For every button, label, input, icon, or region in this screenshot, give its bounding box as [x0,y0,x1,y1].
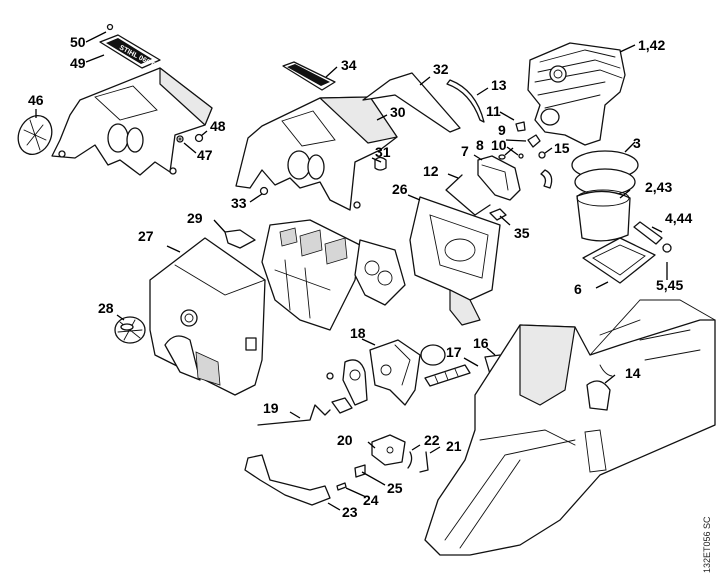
callout-10[interactable]: 10 [491,137,507,153]
part-13-hose[interactable] [446,79,485,123]
callout-27[interactable]: 27 [138,228,154,244]
callout-29[interactable]: 29 [187,210,203,226]
part-carb-gasket[interactable] [420,344,446,366]
part-5-45-circlip[interactable] [662,243,672,253]
part-8-ring[interactable] [498,154,506,160]
part-10-ring[interactable] [518,153,524,159]
callout-23[interactable]: 23 [342,504,358,520]
part-24-spring[interactable] [336,482,347,491]
callout-6[interactable]: 6 [574,281,582,297]
part-spacer-block[interactable] [331,397,353,414]
callout-46[interactable]: 46 [28,92,44,108]
part-air-filter[interactable] [261,219,361,331]
part-17-fuel-hose[interactable] [424,364,471,387]
part-shroud-left[interactable] [51,67,213,176]
part-30-shroud[interactable] [235,96,398,211]
callout-25[interactable]: 25 [387,480,403,496]
part-26-base-plate[interactable] [409,196,501,326]
part-9-valve[interactable] [527,134,541,148]
part-48-nut[interactable] [194,133,204,143]
part-carb-flange[interactable] [342,359,368,406]
callout-31[interactable]: 31 [375,144,391,160]
part-7-intake-manifold[interactable] [477,155,521,201]
leader-lines [35,31,668,511]
callout-21[interactable]: 21 [446,438,462,454]
part-4-44-piston-pin[interactable] [633,221,663,245]
callout-32[interactable]: 32 [433,61,449,77]
callout-15[interactable]: 15 [554,140,570,156]
part-32-baffle[interactable] [362,72,461,133]
callout-47[interactable]: 47 [197,147,213,163]
part-small-washer[interactable] [326,372,334,380]
callout-16[interactable]: 16 [473,335,489,351]
part-22-spring[interactable] [407,451,413,469]
part-29-cap[interactable] [224,229,256,249]
part-25-plate[interactable] [354,464,366,478]
callout-34[interactable]: 34 [341,57,357,73]
part-2-43-piston[interactable] [576,189,631,242]
part-35-pad[interactable] [489,208,507,221]
part-20-fuel-pump[interactable] [371,434,406,466]
callout-12[interactable]: 12 [423,163,439,179]
callout-20[interactable]: 20 [337,432,353,448]
callout-1-42[interactable]: 1,42 [638,37,665,53]
part-46-disc[interactable] [12,110,58,160]
callout-49[interactable]: 49 [70,55,86,71]
callout-labels: 50 49 46 48 47 34 32 13 1,42 30 11 9 8 1… [28,34,692,520]
part-15-clamp[interactable] [538,151,546,159]
part-19-throttle-rod[interactable] [257,404,331,426]
callout-8[interactable]: 8 [476,137,484,153]
callout-35[interactable]: 35 [514,225,530,241]
callout-33[interactable]: 33 [231,195,247,211]
callout-11[interactable]: 11 [486,103,501,119]
part-33-nut[interactable] [259,186,269,196]
callout-3[interactable]: 3 [633,135,641,151]
callout-30[interactable]: 30 [390,104,406,120]
callout-18[interactable]: 18 [350,325,366,341]
part-28-knob[interactable] [114,316,146,344]
part-1-42-cylinder[interactable] [527,42,626,146]
callout-13[interactable]: 13 [491,77,507,93]
part-34-name-plate[interactable] [282,61,336,91]
callout-28[interactable]: 28 [98,300,114,316]
callout-2-43[interactable]: 2,43 [645,179,672,195]
part-23-trigger[interactable] [244,454,331,506]
part-50-screw[interactable] [106,23,114,31]
part-3-piston-ring[interactable] [571,150,639,196]
callout-24[interactable]: 24 [363,492,379,508]
callout-50[interactable]: 50 [70,34,86,50]
callout-26[interactable]: 26 [392,181,408,197]
part-11-plug[interactable] [515,121,526,132]
callout-48[interactable]: 48 [210,118,226,134]
callout-17[interactable]: 17 [446,344,462,360]
part-47-washer[interactable] [176,135,184,143]
part-12-bracket[interactable] [445,174,491,216]
reference-code: 132ET056 SC [702,516,712,573]
part-6-gasket[interactable] [582,237,656,284]
part-filter-seat[interactable] [354,239,406,306]
callout-19[interactable]: 19 [263,400,279,416]
callout-22[interactable]: 22 [424,432,440,448]
part-18-carburetor[interactable] [369,339,421,406]
callout-7[interactable]: 7 [461,143,469,159]
callout-14[interactable]: 14 [625,365,641,381]
callout-5-45[interactable]: 5,45 [656,277,683,293]
callout-9[interactable]: 9 [498,122,506,138]
part-27-filter-cover[interactable] [149,237,266,396]
part-21-clip[interactable] [419,451,429,473]
part-49-name-plate[interactable]: STIHL 066 C [99,34,161,70]
part-hose-elbow[interactable] [540,169,553,189]
callout-4-44[interactable]: 4,44 [665,210,692,226]
part-crankcase-housing[interactable] [424,299,716,556]
